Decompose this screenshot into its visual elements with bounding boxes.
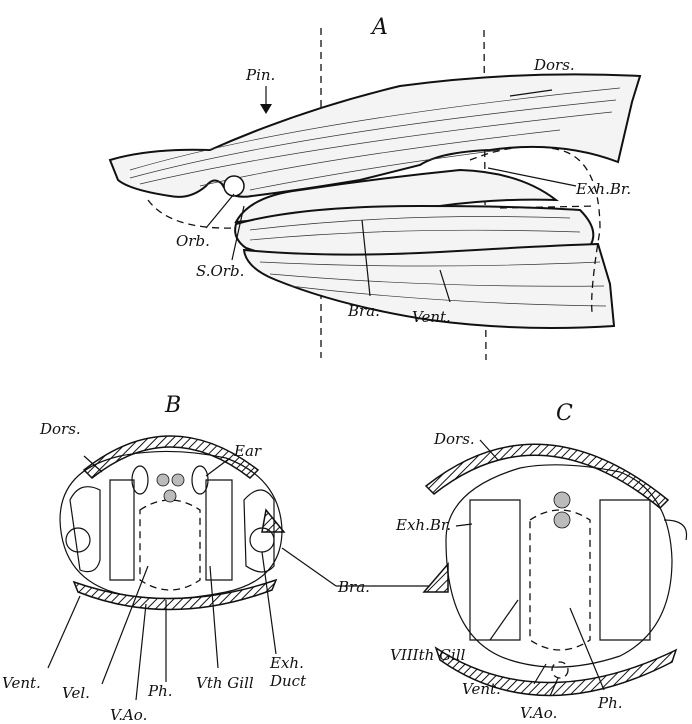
dorsal-wall-b	[84, 436, 258, 478]
lateral-flap-c	[424, 564, 448, 592]
label-gill-b: Vth Gill	[196, 674, 254, 692]
panel-b-letter: B	[164, 393, 181, 418]
label-vel: Vel.	[62, 684, 90, 702]
orbit-notch	[224, 176, 244, 196]
label-v-ao-b: V.Ao.	[110, 706, 147, 724]
label-exh-duct-1: Exh.	[269, 654, 304, 672]
gill-fold-c-1	[470, 500, 520, 640]
pin-arrowhead	[260, 104, 272, 114]
label-vent-a: Vent.	[412, 308, 451, 326]
label-gill-c: VIIIth Gill	[390, 646, 466, 664]
gill-fold-c-2	[600, 500, 650, 640]
label-dors-c: Dors.	[433, 430, 475, 448]
label-ph-c: Ph.	[597, 694, 623, 712]
label-vent-b: Vent.	[2, 674, 41, 692]
gill-fold-b-2	[110, 480, 134, 580]
notochord-dot-1	[554, 492, 570, 508]
label-orb: Orb.	[176, 232, 210, 250]
label-exh-br-a: Exh.Br.	[575, 180, 631, 198]
label-ph-b: Ph.	[147, 682, 173, 700]
brain-dot-2	[172, 474, 184, 486]
notochord-dot-2	[554, 512, 570, 528]
label-dors-b: Dors.	[39, 420, 81, 438]
label-exh-br-c: Exh.Br.	[395, 516, 451, 534]
label-bra-shared: Bra.	[337, 578, 370, 596]
label-exh-duct-2: Duct	[269, 672, 307, 690]
label-s-orb: S.Orb.	[196, 262, 244, 280]
label-vent-c: Vent.	[462, 680, 501, 698]
ventral-aorta-c	[552, 662, 568, 678]
brain-dot-3	[164, 490, 176, 502]
dorsal-lobe	[110, 74, 640, 197]
panel-a: A	[110, 15, 640, 360]
panel-a-letter: A	[370, 15, 388, 40]
pharynx-b	[140, 500, 200, 590]
panel-c: C Dors. Exh.Br. VIIIth Gill Vent. V.Ao. …	[390, 401, 687, 722]
label-dors-a: Dors.	[533, 56, 575, 74]
panel-c-letter: C	[556, 401, 573, 426]
exh-opening-c	[664, 520, 687, 540]
label-ear: Ear	[233, 442, 262, 460]
gill-fold-b-3	[206, 480, 232, 580]
brain-dot-1	[157, 474, 169, 486]
pharynx-c	[530, 510, 590, 650]
panel-b: B Dors. Ear Vent. Vel.	[2, 393, 307, 724]
gill-fold-b-1	[70, 487, 100, 572]
ventral-wall-b	[74, 580, 276, 610]
label-pin: Pin.	[245, 66, 275, 84]
orbit-outline	[148, 200, 236, 228]
exh-duct-circle-left	[66, 528, 90, 552]
shared-bra: Bra.	[282, 548, 432, 596]
label-v-ao-c: V.Ao.	[520, 704, 557, 722]
label-bra-a: Bra.	[347, 302, 380, 320]
